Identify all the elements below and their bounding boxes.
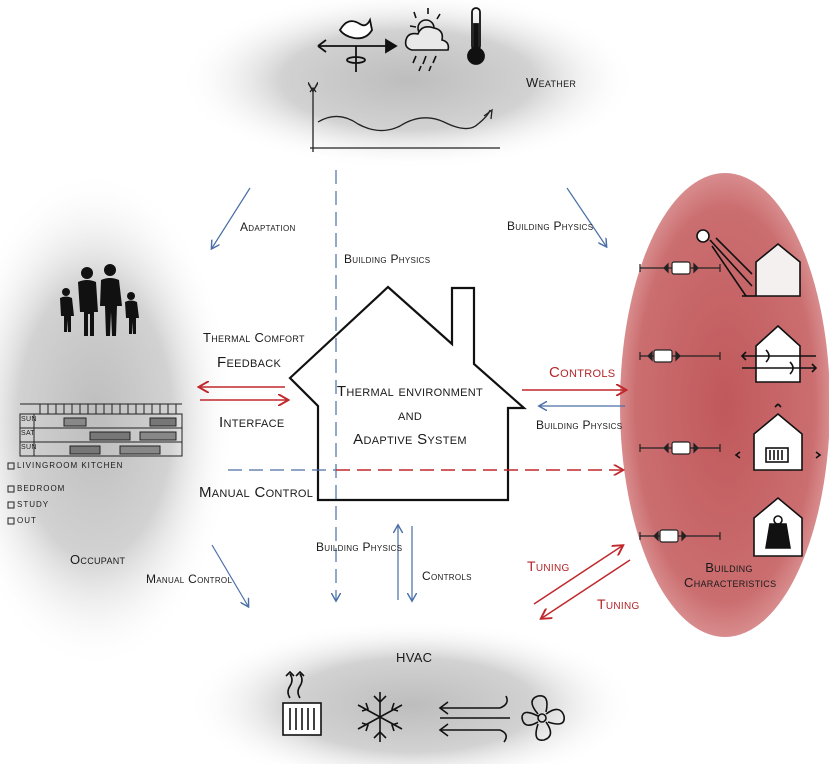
thermal-comfort-label: Thermal Comfort: [203, 330, 305, 345]
weather-label: Weather: [526, 75, 577, 90]
family-icon: [60, 264, 139, 336]
ventilation-house-icon: [740, 324, 818, 383]
feedback-label: Feedback: [217, 354, 282, 371]
weather-graph: [310, 88, 500, 152]
house-outline: [288, 285, 527, 502]
manual-control-bottom-arrow: [211, 544, 248, 606]
schedule-grid: [7, 403, 183, 525]
building-physics-bottom-label: Building Physics: [316, 540, 403, 554]
building-physics-top-right-arrow: [566, 187, 606, 246]
building-label-line2: Characteristics: [684, 575, 777, 590]
snowflake-icon: [357, 692, 403, 742]
occupant-ellipse: [0, 170, 235, 670]
solar-house-icon: [696, 229, 801, 297]
building-physics-right-label: Building Physics: [536, 418, 623, 432]
house-title-line2: and: [397, 407, 423, 424]
schedule-legend-3: STUDY: [17, 500, 50, 509]
tuning-arrow-down: [542, 559, 631, 618]
tuning-label-2: Tuning: [597, 596, 640, 612]
schedule-legend-4: OUT: [17, 516, 37, 525]
weather-vane-icon: [317, 17, 398, 72]
schedule-legend-1: LIVINGROOM KITCHEN: [17, 461, 124, 470]
house-title-line3: Adaptive System: [353, 431, 467, 448]
schedule-legend-2: BEDROOM: [17, 484, 66, 493]
schedule-day-3: SUN: [21, 444, 37, 451]
schedule-day-1: SUN: [21, 416, 37, 423]
building-physics-center-label: Building Physics: [344, 252, 431, 266]
hvac-ellipse: [187, 620, 637, 764]
controls-red-label: Controls: [549, 364, 616, 381]
slider-controls: [639, 261, 721, 543]
cloud-rain-icon: [404, 8, 450, 72]
hvac-label: HVAC: [396, 650, 433, 665]
schedule-day-2: SAT: [21, 430, 35, 437]
fan-icon: [438, 695, 565, 743]
controls-bottom-label: Controls: [422, 569, 472, 583]
manual-control-mid-label: Manual Control: [199, 484, 314, 501]
occupant-label: Occupant: [70, 552, 126, 567]
manual-control-bottom-label: Manual Control: [146, 572, 233, 586]
radiator-icon: [282, 670, 322, 736]
adaptation-arrow: [212, 187, 251, 248]
house-title: Thermal environment and Adaptive System: [330, 380, 490, 452]
tuning-arrow-up: [533, 546, 622, 605]
thermometer-icon: [467, 7, 485, 65]
building-label-line1: Building: [705, 560, 753, 575]
tuning-label-1: Tuning: [527, 558, 570, 574]
interface-label: Interface: [219, 414, 285, 431]
heater-house-icon: [734, 403, 822, 471]
building-characteristics-label: Building Characteristics: [684, 560, 777, 590]
house-title-line1: Thermal environment: [336, 383, 484, 400]
building-physics-top-right-label: Building Physics: [507, 219, 594, 233]
adaptation-label: Adaptation: [240, 220, 296, 234]
weather-ellipse: [178, 0, 638, 170]
mass-house-icon: [753, 496, 803, 557]
